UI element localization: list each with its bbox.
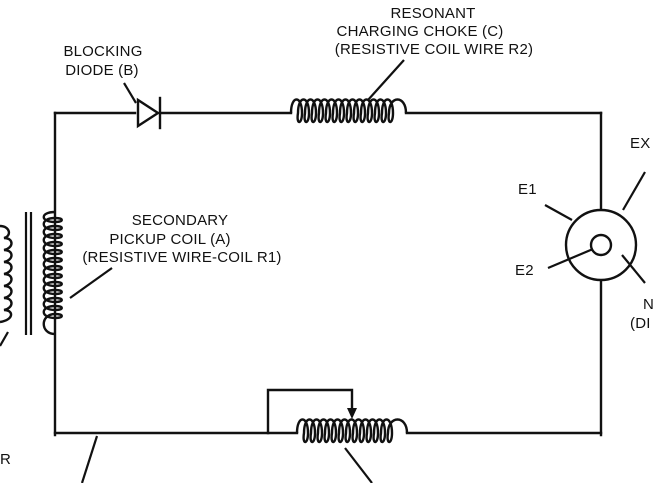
choke-label-line3: (RESISTIVE COIL WIRE R2): [335, 41, 533, 58]
secondary-leader: [69, 267, 113, 299]
e2-leader: [547, 247, 594, 270]
ex-label-partial: EX: [630, 135, 650, 152]
secondary-label-line2: PICKUP COIL (A): [109, 231, 230, 248]
choke-label-line1: RESONANT: [391, 5, 476, 22]
e1-label: E1: [518, 181, 537, 198]
r-label-partial: R: [0, 451, 11, 468]
secondary-pickup-coil: [42, 210, 63, 336]
di-label-partial: (DI: [630, 315, 651, 332]
charging-choke-coil: [289, 98, 408, 124]
choke-leader: [367, 59, 405, 101]
ex-leader: [622, 171, 646, 211]
diagram-labels: RESONANT CHARGING CHOKE (C) (RESISTIVE C…: [0, 5, 654, 468]
n-label-partial: N: [643, 296, 654, 313]
variable-inductor-coil: [266, 388, 409, 444]
diode-leader: [123, 82, 137, 104]
e1-leader: [544, 204, 573, 221]
inductor-tap-wire: [266, 388, 354, 435]
transformer: [0, 210, 63, 347]
inductor-leader: [344, 447, 373, 484]
secondary-label-line3: (RESISTIVE WIRE-COIL R1): [82, 249, 281, 266]
n-leader: [621, 254, 646, 284]
diode-label-line1: BLOCKING: [63, 43, 142, 60]
choke-label-line2: CHARGING CHOKE (C): [337, 23, 504, 40]
leader-lines: [69, 59, 646, 484]
bottom-left-leader: [80, 435, 99, 484]
diode-label-line2: DIODE (B): [65, 62, 138, 79]
secondary-label-line1: SECONDARY: [132, 212, 229, 229]
primary-lead-partial: [0, 331, 9, 347]
inductor-tap-arrow: [347, 408, 357, 419]
blocking-diode: [136, 96, 162, 130]
e2-label: E2: [515, 262, 534, 279]
primary-coil-partial: [0, 224, 13, 324]
capacitor-cell: [564, 208, 638, 282]
circuit-wires: [53, 111, 603, 437]
